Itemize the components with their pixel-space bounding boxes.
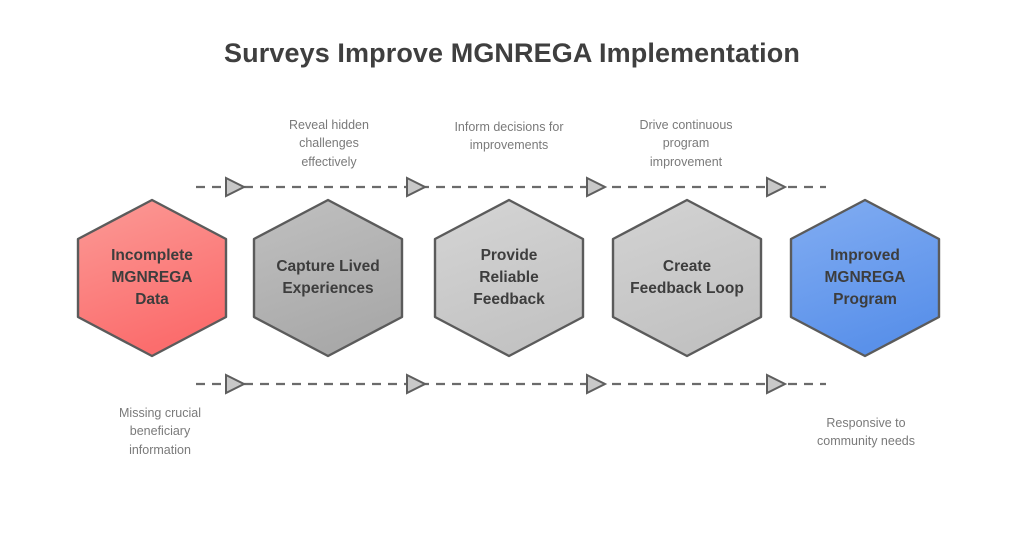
- node-label: Provide Reliable Feedback: [473, 247, 545, 308]
- arrowhead-icon: [406, 373, 428, 395]
- node-improved-program[interactable]: Improved MGNREGA Program: [789, 198, 941, 358]
- hexagon-shape: [76, 198, 228, 358]
- caption-missing-beneficiary-info: Missing crucial beneficiary information: [119, 406, 201, 457]
- top-arrowheads: [225, 176, 788, 198]
- node-incomplete-data[interactable]: Incomplete MGNREGA Data: [76, 198, 228, 358]
- arrowhead-icon: [586, 373, 608, 395]
- hexagon-shape: [252, 198, 404, 358]
- caption-responsive-community-needs: Responsive to community needs: [817, 416, 915, 449]
- hexagon-shape: [611, 198, 763, 358]
- arrowhead-icon: [225, 373, 247, 395]
- node-provide-reliable-feedback[interactable]: Provide Reliable Feedback: [433, 198, 585, 358]
- bottom-arrowheads: [225, 373, 788, 395]
- bottom-connector-line: [196, 373, 826, 395]
- arrowhead-icon: [586, 176, 608, 198]
- hexagon-shape: [433, 198, 585, 358]
- node-label: Create Feedback Loop: [630, 258, 744, 297]
- node-label: Improved MGNREGA Program: [824, 247, 906, 308]
- node-capture-lived-experiences[interactable]: Capture Lived Experiences: [252, 198, 404, 358]
- hexagon-shape: [789, 198, 941, 358]
- caption-inform-decisions: Inform decisions for improvements: [454, 120, 564, 153]
- arrowhead-icon: [766, 373, 788, 395]
- node-label: Capture Lived Experiences: [276, 258, 380, 297]
- arrowhead-icon: [766, 176, 788, 198]
- node-label: Incomplete MGNREGA Data: [111, 247, 193, 308]
- caption-reveal-hidden-challenges: Reveal hidden challenges effectively: [289, 118, 369, 169]
- node-create-feedback-loop[interactable]: Create Feedback Loop: [611, 198, 763, 358]
- top-connector-line: [196, 176, 826, 198]
- arrowhead-icon: [225, 176, 247, 198]
- arrowhead-icon: [406, 176, 428, 198]
- page-title: Surveys Improve MGNREGA Implementation: [224, 38, 800, 68]
- caption-drive-continuous-improvement: Drive continuous program improvement: [639, 118, 733, 169]
